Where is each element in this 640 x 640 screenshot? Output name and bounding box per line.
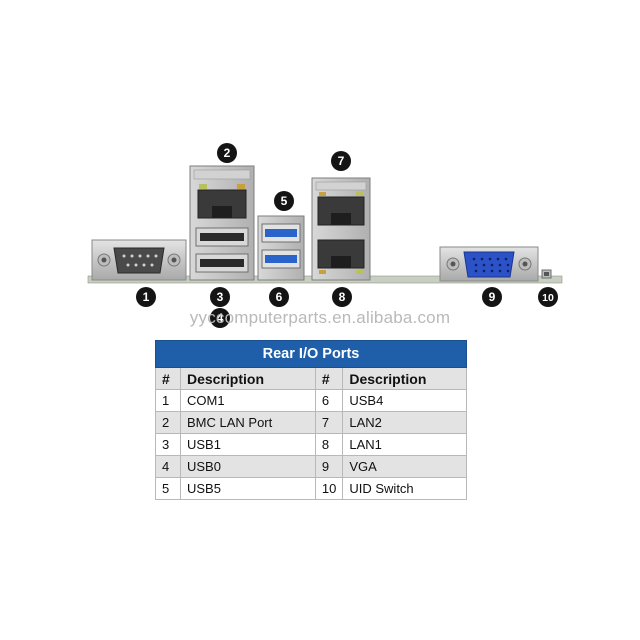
rear-io-diagram: 1 2 3 4 5 6 7 8 9 10	[87, 143, 563, 328]
row-num: 2	[155, 411, 181, 434]
bmc-lan-usb-stack	[189, 165, 255, 281]
row-desc: LAN2	[342, 411, 467, 434]
callout-3: 3	[210, 287, 230, 307]
table-row: 3 USB1 8 LAN1	[155, 433, 467, 456]
callout-2: 2	[217, 143, 237, 163]
row-desc: USB0	[180, 455, 316, 478]
row-desc: UID Switch	[342, 477, 467, 500]
callout-9-label: 9	[489, 290, 496, 304]
uid-switch	[541, 269, 552, 279]
row-desc: LAN1	[342, 433, 467, 456]
row-num: 9	[314, 455, 344, 478]
callout-5: 5	[274, 191, 294, 211]
callout-4: 4	[210, 308, 230, 328]
callout-9: 9	[482, 287, 502, 307]
row-num: 8	[314, 433, 344, 456]
row-desc: BMC LAN Port	[180, 411, 316, 434]
com1-port	[91, 239, 187, 281]
table-row: 5 USB5 10 UID Switch	[155, 477, 467, 500]
row-desc: USB4	[342, 389, 467, 412]
row-num: 6	[314, 389, 344, 412]
table-header-row: # Description # Description	[155, 367, 467, 390]
callout-4-label: 4	[217, 311, 224, 325]
dual-lan-stack	[311, 177, 371, 281]
callout-2-label: 2	[224, 146, 231, 160]
header-num-left: #	[155, 367, 181, 390]
usb3-stack	[257, 215, 305, 281]
rear-io-table: Rear I/O Ports # Description # Descripti…	[155, 340, 467, 500]
row-num: 1	[155, 389, 181, 412]
row-desc: VGA	[342, 455, 467, 478]
table-row: 4 USB0 9 VGA	[155, 455, 467, 478]
callout-5-label: 5	[281, 194, 288, 208]
table-row: 2 BMC LAN Port 7 LAN2	[155, 411, 467, 434]
callout-10-label: 10	[542, 292, 554, 304]
row-num: 5	[155, 477, 181, 500]
callout-1: 1	[136, 287, 156, 307]
watermark: yyccomputerparts.en.alibaba.com	[189, 308, 451, 327]
table-row: 1 COM1 6 USB4	[155, 389, 467, 412]
row-desc: USB1	[180, 433, 316, 456]
header-desc-right: Description	[342, 367, 467, 390]
callout-3-label: 3	[217, 290, 224, 304]
header-desc-left: Description	[180, 367, 316, 390]
callout-7: 7	[331, 151, 351, 171]
vga-port	[439, 246, 539, 282]
callout-1-label: 1	[143, 290, 150, 304]
callout-8-label: 8	[339, 290, 346, 304]
row-num: 4	[155, 455, 181, 478]
row-desc: USB5	[180, 477, 316, 500]
row-num: 3	[155, 433, 181, 456]
callout-6: 6	[269, 287, 289, 307]
header-num-right: #	[314, 367, 344, 390]
callout-7-label: 7	[338, 154, 345, 168]
table-title: Rear I/O Ports	[155, 340, 467, 368]
row-desc: COM1	[180, 389, 316, 412]
callout-6-label: 6	[276, 290, 283, 304]
callout-10: 10	[538, 287, 558, 307]
callout-8: 8	[332, 287, 352, 307]
row-num: 10	[314, 477, 344, 500]
row-num: 7	[314, 411, 344, 434]
